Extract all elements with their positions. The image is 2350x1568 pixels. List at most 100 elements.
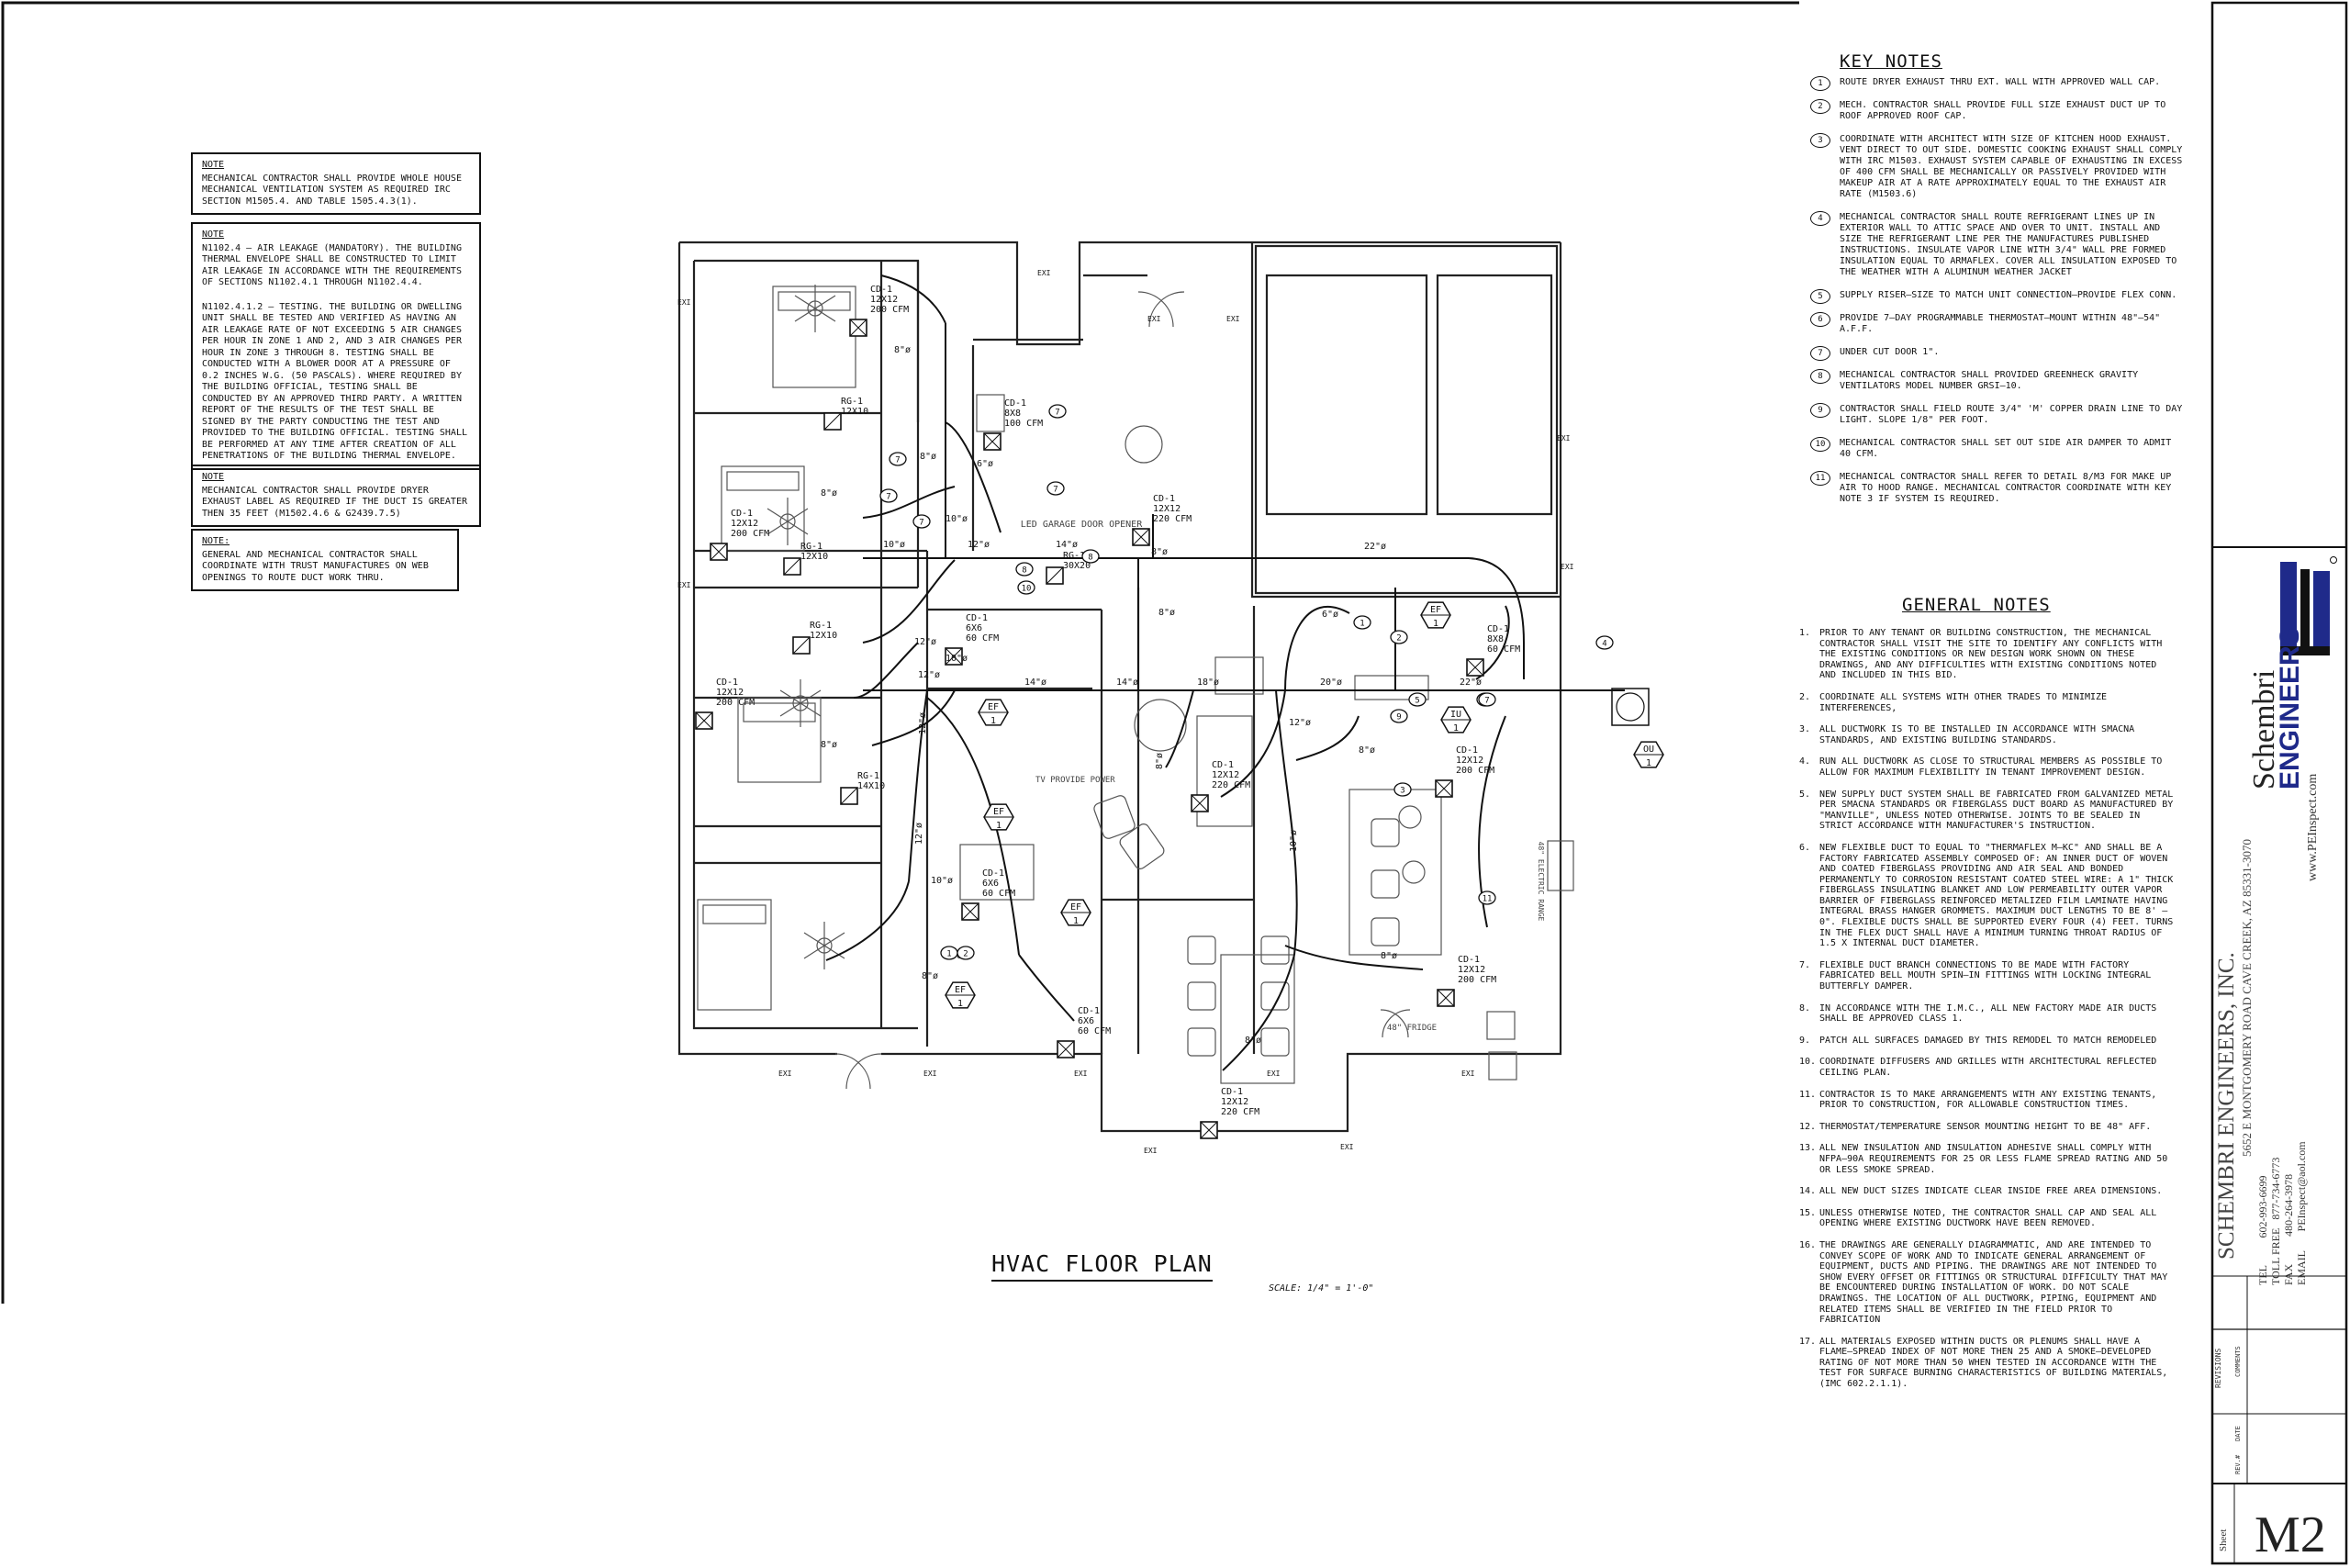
diffuser-tag: CD-1 [1078,1006,1100,1016]
general-note-text: COORDINATE ALL SYSTEMS WITH OTHER TRADES… [1819,691,2108,713]
key-note-marker: 7 [1046,481,1065,496]
general-note-number: 7. [1799,959,1811,970]
grille-tag: RG-1 [857,771,879,781]
key-note-number: 1 [1810,76,1830,91]
general-notes-title: GENERAL NOTES [1902,595,2051,615]
note-box-title: NOTE: [202,536,230,546]
general-note-item: 1.PRIOR TO ANY TENANT OR BUILDING CONSTR… [1799,628,2177,681]
duct-size-label: 14"ø [1024,678,1046,688]
general-note-item: 8.IN ACCORDANCE WITH THE I.M.C., ALL NEW… [1799,1003,2177,1025]
key-note-marker: 10 [1017,580,1035,595]
dryer [1488,1051,1517,1081]
general-note-item: 12.THERMOSTAT/TEMPERATURE SENSOR MOUNTIN… [1799,1122,2177,1133]
exhaust-fan-symbol: EF1 [978,699,1009,726]
general-note-number: 2. [1799,691,1811,702]
general-note-number: 15. [1799,1207,1817,1218]
dining-chair [1187,935,1216,965]
diffuser-size: 8X8 [1487,634,1504,644]
key-note-marker-number: 1 [1360,620,1364,629]
key-note-text: MECHANICAL CONTRACTOR SHALL PROVIDED GRE… [1840,370,2139,391]
general-note-number: 17. [1799,1336,1817,1347]
equipment-tag: EF [1430,605,1441,615]
duct-size-label: 18"ø [1197,678,1219,688]
key-note-text: UNDER CUT DOOR 1". [1840,347,1940,357]
key-note-marker-number: 8 [1088,554,1092,563]
rev-col-date: DATE [2234,1426,2242,1441]
plan-title: HVAC FLOOR PLAN [991,1250,1213,1282]
revisions-label: REVISIONS [2214,1348,2222,1388]
diffuser-tag: CD-1 [966,613,988,623]
equipment-number: 1 [1433,619,1438,629]
diffuser-cfm: 200 CFM [731,529,769,539]
title-block [2210,1,2348,1565]
walls [677,241,1562,1133]
general-note-number: 6. [1799,842,1811,853]
duct-size-label: 12"ø [1289,718,1311,728]
diffuser-size: 8X8 [1004,409,1021,419]
key-note-marker-number: 9 [1396,713,1401,722]
exhaust-fan-symbol: EF1 [983,803,1014,831]
round-table [1134,699,1187,752]
duct-run [926,697,1020,956]
duct-size-label: 8"ø [1158,608,1175,618]
firm-contact-line: TEL 602-993-6699 [2256,1175,2269,1285]
bed-pillow [778,291,851,311]
note-box-title: NOTE [202,472,225,482]
door-swing [1137,291,1174,328]
note-box-title: NOTE [202,230,225,240]
key-note-marker: 7 [889,452,907,466]
wall-segment [692,261,918,1030]
key-note-text: MECHANICAL CONTRACTOR SHALL ROUTE REFRIG… [1840,212,2177,277]
diffuser-size: 12X12 [870,295,898,305]
duct-size-label: 22"ø [1460,678,1482,688]
key-note-marker: 2 [1390,630,1408,644]
key-note-text: PROVIDE 7–DAY PROGRAMMABLE THERMOSTAT–MO… [1840,313,2161,334]
tv-label: TV PROVIDE POWER [1035,776,1115,785]
bed [772,286,856,388]
key-note-text: COORDINATE WITH ARCHITECT WITH SIZE OF K… [1840,134,2183,199]
exit-light-label: EXI [1147,315,1161,323]
bed [721,465,805,552]
diffuser-tag: CD-1 [1458,955,1480,965]
key-note-marker-number: 7 [1055,409,1059,418]
wall-segment [1265,274,1428,516]
furniture [697,285,1574,1084]
diffuser-tag: CD-1 [1004,398,1026,409]
general-note-text: ALL NEW DUCT SIZES INDICATE CLEAR INSIDE… [1819,1186,2163,1197]
equipment-number: 1 [957,999,963,1009]
general-note-number: 13. [1799,1143,1817,1154]
key-note-marker: 7 [1478,692,1496,707]
key-note-marker-number: 7 [886,493,890,502]
key-note-marker-number: 5 [1415,697,1419,706]
bar-stool [1371,818,1400,847]
general-note-item: 11.CONTRACTOR IS TO MAKE ARRANGEMENTS WI… [1799,1090,2177,1111]
diffuser-cfm: 60 CFM [966,633,999,644]
diffuser-tag: CD-1 [1212,760,1234,770]
duct-size-label: 14"ø [1056,540,1078,550]
general-note-text: THE DRAWINGS ARE GENERALLY DIAGRAMMATIC,… [1819,1239,2168,1326]
equipment-number: 1 [1453,723,1459,734]
general-note-text: PRIOR TO ANY TENANT OR BUILDING CONSTRUC… [1819,628,2163,681]
duct-size-label: 10"ø [946,654,968,664]
exit-light-label: EXI [1557,434,1571,442]
toilet [976,394,1005,432]
firm-address: 5652 E MONTGOMERY ROAD CAVE CREEK, AZ 85… [2240,839,2254,1157]
general-note-item: 5.NEW SUPPLY DUCT SYSTEM SHALL BE FABRIC… [1799,790,2177,832]
key-note-marker-number: 2 [963,950,968,959]
duct-size-label: 8"ø [1245,1036,1261,1046]
diffuser-tag: CD-1 [731,509,753,519]
diffuser-size: 12X12 [1456,756,1483,766]
